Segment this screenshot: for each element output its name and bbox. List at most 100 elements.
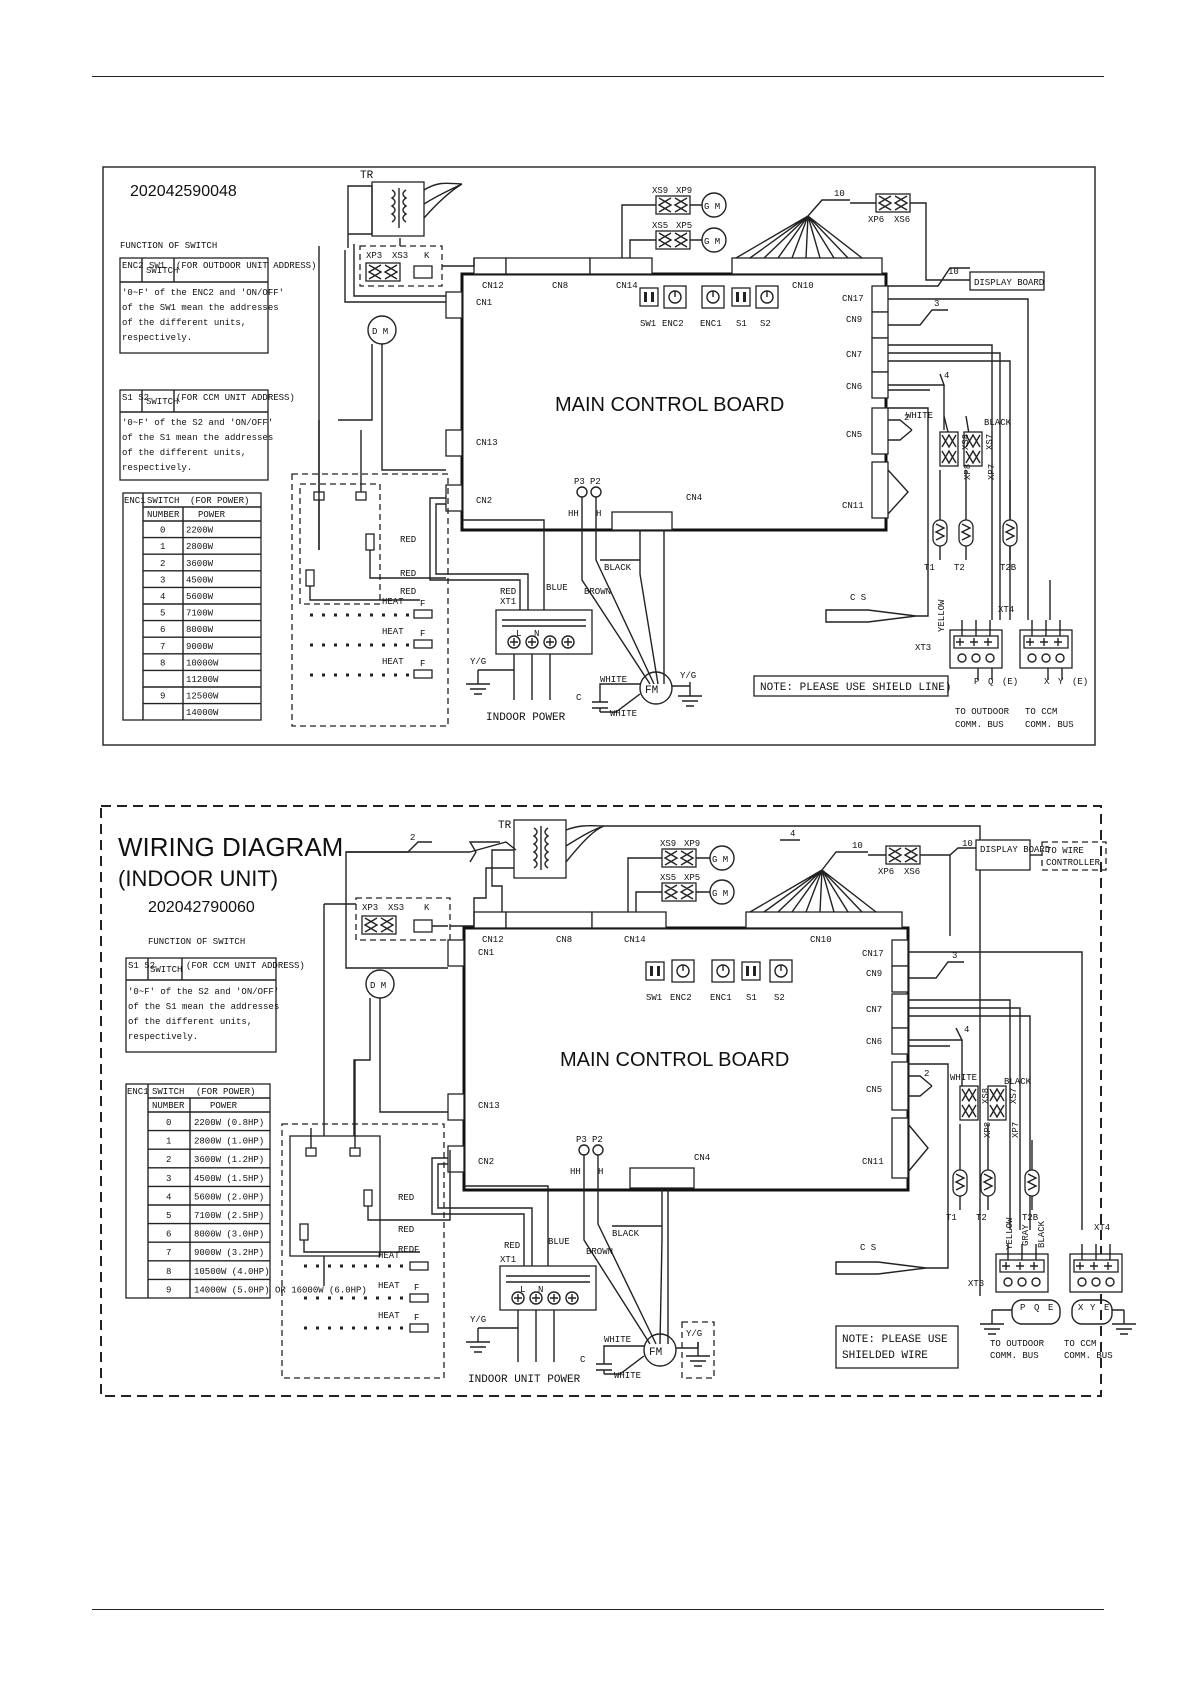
d2-n2: 2: [924, 1069, 929, 1079]
d1-s2-knob: [755, 285, 779, 309]
d2-f2: F: [414, 1283, 419, 1293]
d1-cn5: CN5: [846, 430, 862, 440]
d1-gm2: G M: [704, 237, 720, 247]
d2-cn6: CN6: [866, 1037, 882, 1047]
d2-cn13: CN13: [478, 1101, 500, 1111]
d1-table-outdoor: [119, 257, 269, 354]
d2-cn7: CN7: [866, 1005, 882, 1015]
d1-relay-xp6: [875, 193, 911, 213]
d2-dm-label: D M: [370, 981, 386, 991]
d1-brown: BROWN: [584, 587, 611, 597]
d2-cn9: CN9: [866, 969, 882, 979]
d2-xp5: XP5: [684, 873, 700, 883]
d1-transformer: [371, 181, 425, 237]
d1-power-number: 6: [160, 625, 165, 635]
d1-enc1-knob: [701, 285, 725, 309]
d1-cn8: CN8: [552, 281, 568, 291]
d2-xt4: XT4: [1094, 1223, 1110, 1233]
d2-function-title: FUNCTION OF SWITCH: [148, 937, 245, 947]
d2-n2-top: 2: [410, 833, 415, 843]
d1-white3: WHITE: [610, 709, 637, 719]
d1-t1-b0: '0~F' of the ENC2 and 'ON/OFF': [122, 288, 284, 298]
d1-t1-b1: of the SW1 mean the addresses: [122, 303, 279, 313]
d1-cn13: CN13: [476, 438, 498, 448]
d2-relay-xp8: [959, 1085, 979, 1121]
d2-enc1-label: ENC1: [710, 993, 732, 1003]
diagram-1: 202042590048 FUNCTION OF SWITCH ENC2 SW1…: [102, 166, 1096, 746]
d2-white2: WHITE: [604, 1335, 631, 1345]
d2-t2: T2: [976, 1213, 987, 1223]
d2-ccm-bus-1: TO CCM: [1064, 1339, 1096, 1349]
d1-cn4-label: CN4: [686, 493, 702, 503]
d1-gm1: G M: [704, 202, 720, 212]
d2-power-number: 8: [166, 1267, 171, 1277]
d1-xs7: XS7: [985, 434, 995, 450]
d2-cn12: CN12: [482, 935, 504, 945]
d2-power-number: 3: [166, 1174, 171, 1184]
d1-cn14: CN14: [616, 281, 638, 291]
d2-xt3: XT3: [968, 1279, 984, 1289]
d1-s2-label: S2: [760, 319, 771, 329]
d1-xs6: XS6: [894, 215, 910, 225]
d1-heater-box: [291, 473, 449, 727]
d2-red3: RED: [398, 1245, 414, 1255]
d1-power-power: 5600W: [186, 592, 214, 602]
d2-cn8: CN8: [556, 935, 572, 945]
d1-fm: FM: [645, 685, 658, 697]
d1-power-power: 12500W: [186, 692, 219, 702]
d1-t2-b3: respectively.: [122, 463, 192, 473]
d1-red3: RED: [400, 587, 416, 597]
d2-y: Y: [1090, 1303, 1096, 1313]
d1-f2: F: [420, 629, 425, 639]
d1-n4: 4: [944, 371, 949, 381]
d1-power-number: 7: [160, 642, 165, 652]
d1-t1-b2: of the different units,: [122, 318, 246, 328]
d2-ground-outdoor: [979, 1309, 1005, 1335]
d2-sensor-t2: [980, 1169, 996, 1197]
d2-q: Q: [1034, 1303, 1039, 1313]
d1-hh: HH: [568, 509, 579, 519]
d1-heat1: HEAT: [382, 597, 404, 607]
d2-black2: BLACK: [1037, 1220, 1047, 1248]
d1-xp6: XP6: [868, 215, 884, 225]
d1-xp5: XP5: [676, 221, 692, 231]
d2-n: N: [538, 1285, 543, 1295]
d1-y: Y: [1058, 677, 1064, 687]
d2-t3-h3: NUMBER: [152, 1101, 185, 1111]
diagram-2-subtitle: (INDOOR UNIT): [118, 866, 278, 891]
d1-outdoor-bus-2: COMM. BUS: [955, 720, 1004, 730]
d1-red2: RED: [400, 569, 416, 579]
d2-relay-xp9: [661, 848, 697, 868]
d2-outdoor-bus-1: TO OUTDOOR: [990, 1339, 1045, 1349]
d1-heat3: HEAT: [382, 657, 404, 667]
d1-cn17: CN17: [842, 294, 864, 304]
d1-relay-xp8: [939, 431, 959, 467]
d1-t1: T1: [924, 563, 935, 573]
d2-power-power: 14000W (5.0HP) OR 16000W (6.0HP): [194, 1285, 367, 1295]
d1-t2-h0: S1 S2: [122, 393, 149, 403]
d2-relay-xp6: [885, 845, 921, 865]
d2-gm2: G M: [712, 889, 728, 899]
d1-s1-label: S1: [736, 319, 747, 329]
d2-f3: F: [414, 1313, 419, 1323]
d2-cn2: CN2: [478, 1157, 494, 1167]
d1-xs8: XS8: [961, 434, 971, 450]
d1-power-number: 2: [160, 559, 165, 569]
d2-wire-controller: [1041, 841, 1107, 871]
d1-t2b: T2B: [1000, 563, 1017, 573]
d1-power-number: 3: [160, 575, 165, 585]
d2-n4-top: 4: [790, 829, 795, 839]
d1-q: Q: [988, 677, 993, 687]
d1-display-label: DISPLAY BOARD: [974, 278, 1044, 288]
d2-ground-ccm: [1111, 1309, 1137, 1335]
d1-power-power: 2200W: [186, 526, 214, 536]
d2-t2-h2: (FOR CCM UNIT ADDRESS): [186, 961, 305, 971]
d1-yg1: Y/G: [470, 657, 486, 667]
d2-heater-box: [281, 1123, 445, 1379]
d1-power-power: 14000W: [186, 708, 219, 718]
d1-relay-xp9: [655, 195, 691, 215]
d1-heat2: HEAT: [382, 627, 404, 637]
d2-e2: E: [1104, 1303, 1109, 1313]
footer-rule: [92, 1609, 1104, 1610]
d2-tr-label: TR: [498, 820, 512, 832]
